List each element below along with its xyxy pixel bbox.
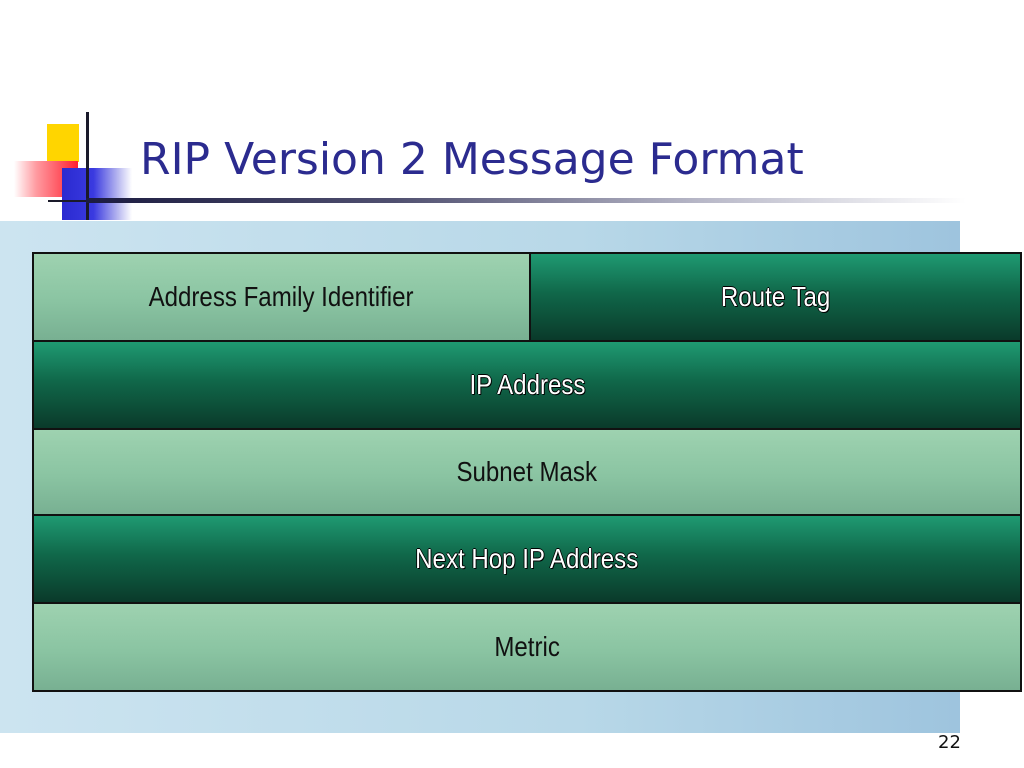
field-label: Address Family Identifier bbox=[149, 281, 414, 312]
field-label: Subnet Mask bbox=[456, 456, 598, 487]
logo-yellow-square bbox=[47, 124, 79, 162]
slide-title: RIP Version 2 Message Format bbox=[140, 134, 804, 185]
field-label: Metric bbox=[494, 631, 560, 662]
title-underline bbox=[86, 198, 966, 203]
field-metric: Metric bbox=[34, 604, 1020, 690]
logo-blue-square bbox=[62, 168, 132, 220]
field-next-hop-ip-address: Next Hop IP Address bbox=[34, 516, 1020, 604]
field-route-tag: Route Tag bbox=[531, 254, 1020, 342]
title-logo-decoration bbox=[0, 0, 140, 230]
field-label: IP Address bbox=[468, 369, 586, 400]
field-subnet-mask: Subnet Mask bbox=[34, 430, 1020, 516]
field-ip-address: IP Address bbox=[34, 342, 1020, 430]
field-label: Next Hop IP Address bbox=[415, 543, 639, 574]
field-address-family-identifier: Address Family Identifier bbox=[34, 254, 531, 342]
logo-vertical-line bbox=[86, 112, 89, 220]
field-label: Route Tag bbox=[720, 281, 831, 312]
page-number: 22 bbox=[938, 732, 961, 753]
message-format-diagram: Address Family Identifier Route Tag IP A… bbox=[32, 252, 1022, 692]
